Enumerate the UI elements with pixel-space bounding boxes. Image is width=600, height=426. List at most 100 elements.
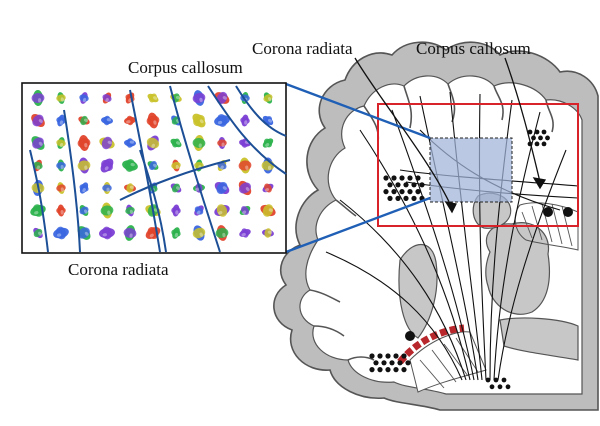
odf-glyph	[124, 183, 136, 193]
odf-glyph	[56, 114, 66, 127]
odf-glyph	[240, 114, 250, 127]
odf-glyph	[192, 225, 206, 241]
fiber-dot	[407, 189, 413, 195]
thalamus	[485, 222, 551, 315]
odf-glyph	[192, 135, 206, 151]
inset-fiber	[207, 85, 287, 175]
odf-glyph	[56, 182, 66, 194]
fiber-dot	[543, 207, 553, 217]
fiber-dot	[505, 384, 511, 390]
fiber-dot	[373, 360, 379, 366]
odf-glyph	[171, 159, 181, 172]
odf-glyph	[215, 225, 229, 241]
fiber-dot	[415, 189, 421, 195]
odf-glyph	[262, 138, 274, 148]
odf-glyph	[100, 202, 114, 219]
odf-glyph	[56, 92, 66, 104]
fiber-dot	[497, 384, 503, 390]
fiber-dot	[387, 182, 393, 188]
fiber-dot	[541, 129, 547, 135]
odf-glyph	[79, 92, 89, 104]
fiber-dot	[399, 175, 405, 181]
odf-inset-panel	[21, 82, 287, 254]
fiber-dot	[403, 195, 409, 201]
fiber-dot	[419, 182, 425, 188]
odf-glyph	[102, 92, 112, 104]
fiber-dot	[501, 377, 507, 383]
odf-glyph	[79, 182, 89, 194]
fiber-dot	[411, 182, 417, 188]
label-pointers	[354, 57, 547, 214]
fiber-dot	[401, 367, 407, 373]
label-corona-radiata-bottom: Corona radiata	[68, 260, 169, 279]
label-corpus-callosum-right: Corpus callosum	[416, 39, 531, 58]
fiber-dot	[389, 360, 395, 366]
fiber-dot	[489, 384, 495, 390]
inferior-lobe	[499, 317, 579, 361]
fiber-dot	[415, 175, 421, 181]
roi-box	[377, 103, 579, 227]
odf-glyph	[31, 90, 45, 106]
odf-glyph	[146, 135, 160, 151]
odf-glyph	[77, 226, 91, 240]
fiber-dot	[385, 367, 391, 373]
odf-glyph	[123, 225, 137, 241]
odf-glyph	[78, 115, 90, 126]
selected-region	[429, 137, 513, 203]
odf-glyph	[56, 159, 66, 172]
odf-glyph	[56, 204, 66, 217]
brain-fiber	[359, 129, 471, 381]
fiber-dot	[405, 331, 415, 341]
fiber-dot	[377, 367, 383, 373]
fiber-dot	[485, 377, 491, 383]
odf-glyph	[239, 205, 251, 216]
label-corpus-callosum-left: Corpus callosum	[128, 58, 243, 77]
odf-glyph	[170, 138, 182, 148]
odf-glyph	[146, 112, 160, 129]
odf-glyph	[33, 227, 43, 239]
fiber-dot	[493, 377, 499, 383]
fiber-dot	[369, 367, 375, 373]
fiber-dot	[531, 135, 536, 141]
odf-glyph	[192, 90, 206, 106]
odf-glyph	[262, 228, 274, 238]
odf-glyph	[192, 113, 206, 128]
fiber-dot	[541, 141, 547, 147]
odf-glyph	[77, 135, 91, 151]
fiber-dot	[385, 353, 391, 359]
brain-fiber	[339, 199, 467, 381]
inset-fiber	[63, 109, 81, 253]
odf-glyph	[214, 204, 230, 217]
odf-glyph	[214, 181, 230, 195]
fiber-dot	[411, 195, 417, 201]
fiber-dot	[395, 182, 401, 188]
inset-fiber	[139, 149, 167, 253]
inset-fiber	[119, 159, 231, 201]
fiber-dot	[393, 353, 399, 359]
odf-glyph	[171, 204, 181, 217]
odf-glyph	[124, 138, 136, 148]
inset-fiber	[29, 149, 49, 253]
odf-glyph	[194, 205, 204, 216]
odf-glyph	[122, 159, 138, 172]
odf-glyph	[238, 180, 252, 196]
label-corona-radiata-top: Corona radiata	[252, 39, 353, 58]
odf-glyph	[99, 226, 115, 240]
fiber-dot	[403, 182, 409, 188]
odf-glyph	[147, 161, 159, 170]
odf-glyph	[31, 136, 45, 150]
inset-fiber-tracts	[29, 85, 287, 253]
fiber-dot	[534, 141, 540, 147]
fiber-dot	[563, 207, 573, 217]
corona-radiata-pointer	[354, 57, 453, 209]
fiber-dot	[527, 129, 533, 135]
fiber-dot	[405, 360, 411, 366]
corpus-callosum-pointer	[504, 57, 541, 183]
odf-glyph	[79, 205, 89, 216]
brain-fiber	[497, 149, 567, 381]
odf-glyph	[101, 115, 113, 126]
ventricle-hatched	[514, 202, 579, 251]
fiber-dot	[395, 195, 401, 201]
odf-glyph	[77, 157, 91, 174]
